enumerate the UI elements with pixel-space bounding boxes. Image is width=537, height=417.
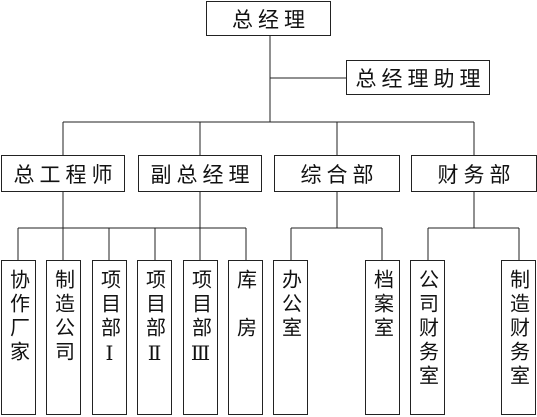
node-finance-dept-label: 财务部	[437, 162, 516, 187]
node-project-dept-2-label: 项目部Ⅱ	[142, 269, 167, 369]
node-archive-room: 档案室	[365, 260, 400, 415]
node-warehouse-label: 库房	[233, 269, 258, 365]
node-assistant-gm: 总经理助理	[346, 60, 490, 95]
node-project-dept-3: 项目部Ⅲ	[183, 260, 218, 415]
node-deputy-gm: 副总经理	[138, 155, 262, 192]
node-project-dept-2: 项目部Ⅱ	[137, 260, 172, 415]
node-finance-dept: 财务部	[411, 155, 537, 192]
node-deputy-gm-label: 副总经理	[150, 162, 255, 187]
node-chief-engineer-label: 总工程师	[13, 162, 118, 187]
node-manufacturing-finance-room-label: 制造财务室	[506, 269, 531, 389]
node-assistant-gm-label: 总经理助理	[355, 66, 486, 91]
node-project-dept-3-label: 项目部Ⅲ	[188, 269, 213, 369]
node-general-manager: 总经理	[206, 1, 331, 36]
node-company-finance-room-label: 公司财务室	[415, 269, 440, 389]
node-office: 办公室	[273, 260, 308, 415]
node-manufacturing-company: 制造公司	[46, 260, 81, 415]
node-manufacturing-finance-room: 制造财务室	[501, 260, 536, 415]
node-company-finance-room: 公司财务室	[410, 260, 445, 415]
node-archive-room-label: 档案室	[370, 269, 395, 341]
node-warehouse: 库房	[228, 260, 263, 415]
node-partner-factories: 协作厂家	[1, 260, 36, 415]
node-project-dept-1-label: 项目部Ⅰ	[97, 269, 122, 369]
node-manufacturing-company-label: 制造公司	[51, 269, 76, 365]
node-office-label: 办公室	[278, 269, 303, 341]
node-chief-engineer: 总工程师	[1, 155, 125, 192]
node-project-dept-1: 项目部Ⅰ	[92, 260, 127, 415]
node-general-manager-label: 总经理	[232, 7, 310, 32]
node-general-dept-label: 综合部	[300, 162, 379, 187]
node-partner-factories-label: 协作厂家	[6, 269, 31, 365]
node-general-dept: 综合部	[274, 155, 400, 192]
